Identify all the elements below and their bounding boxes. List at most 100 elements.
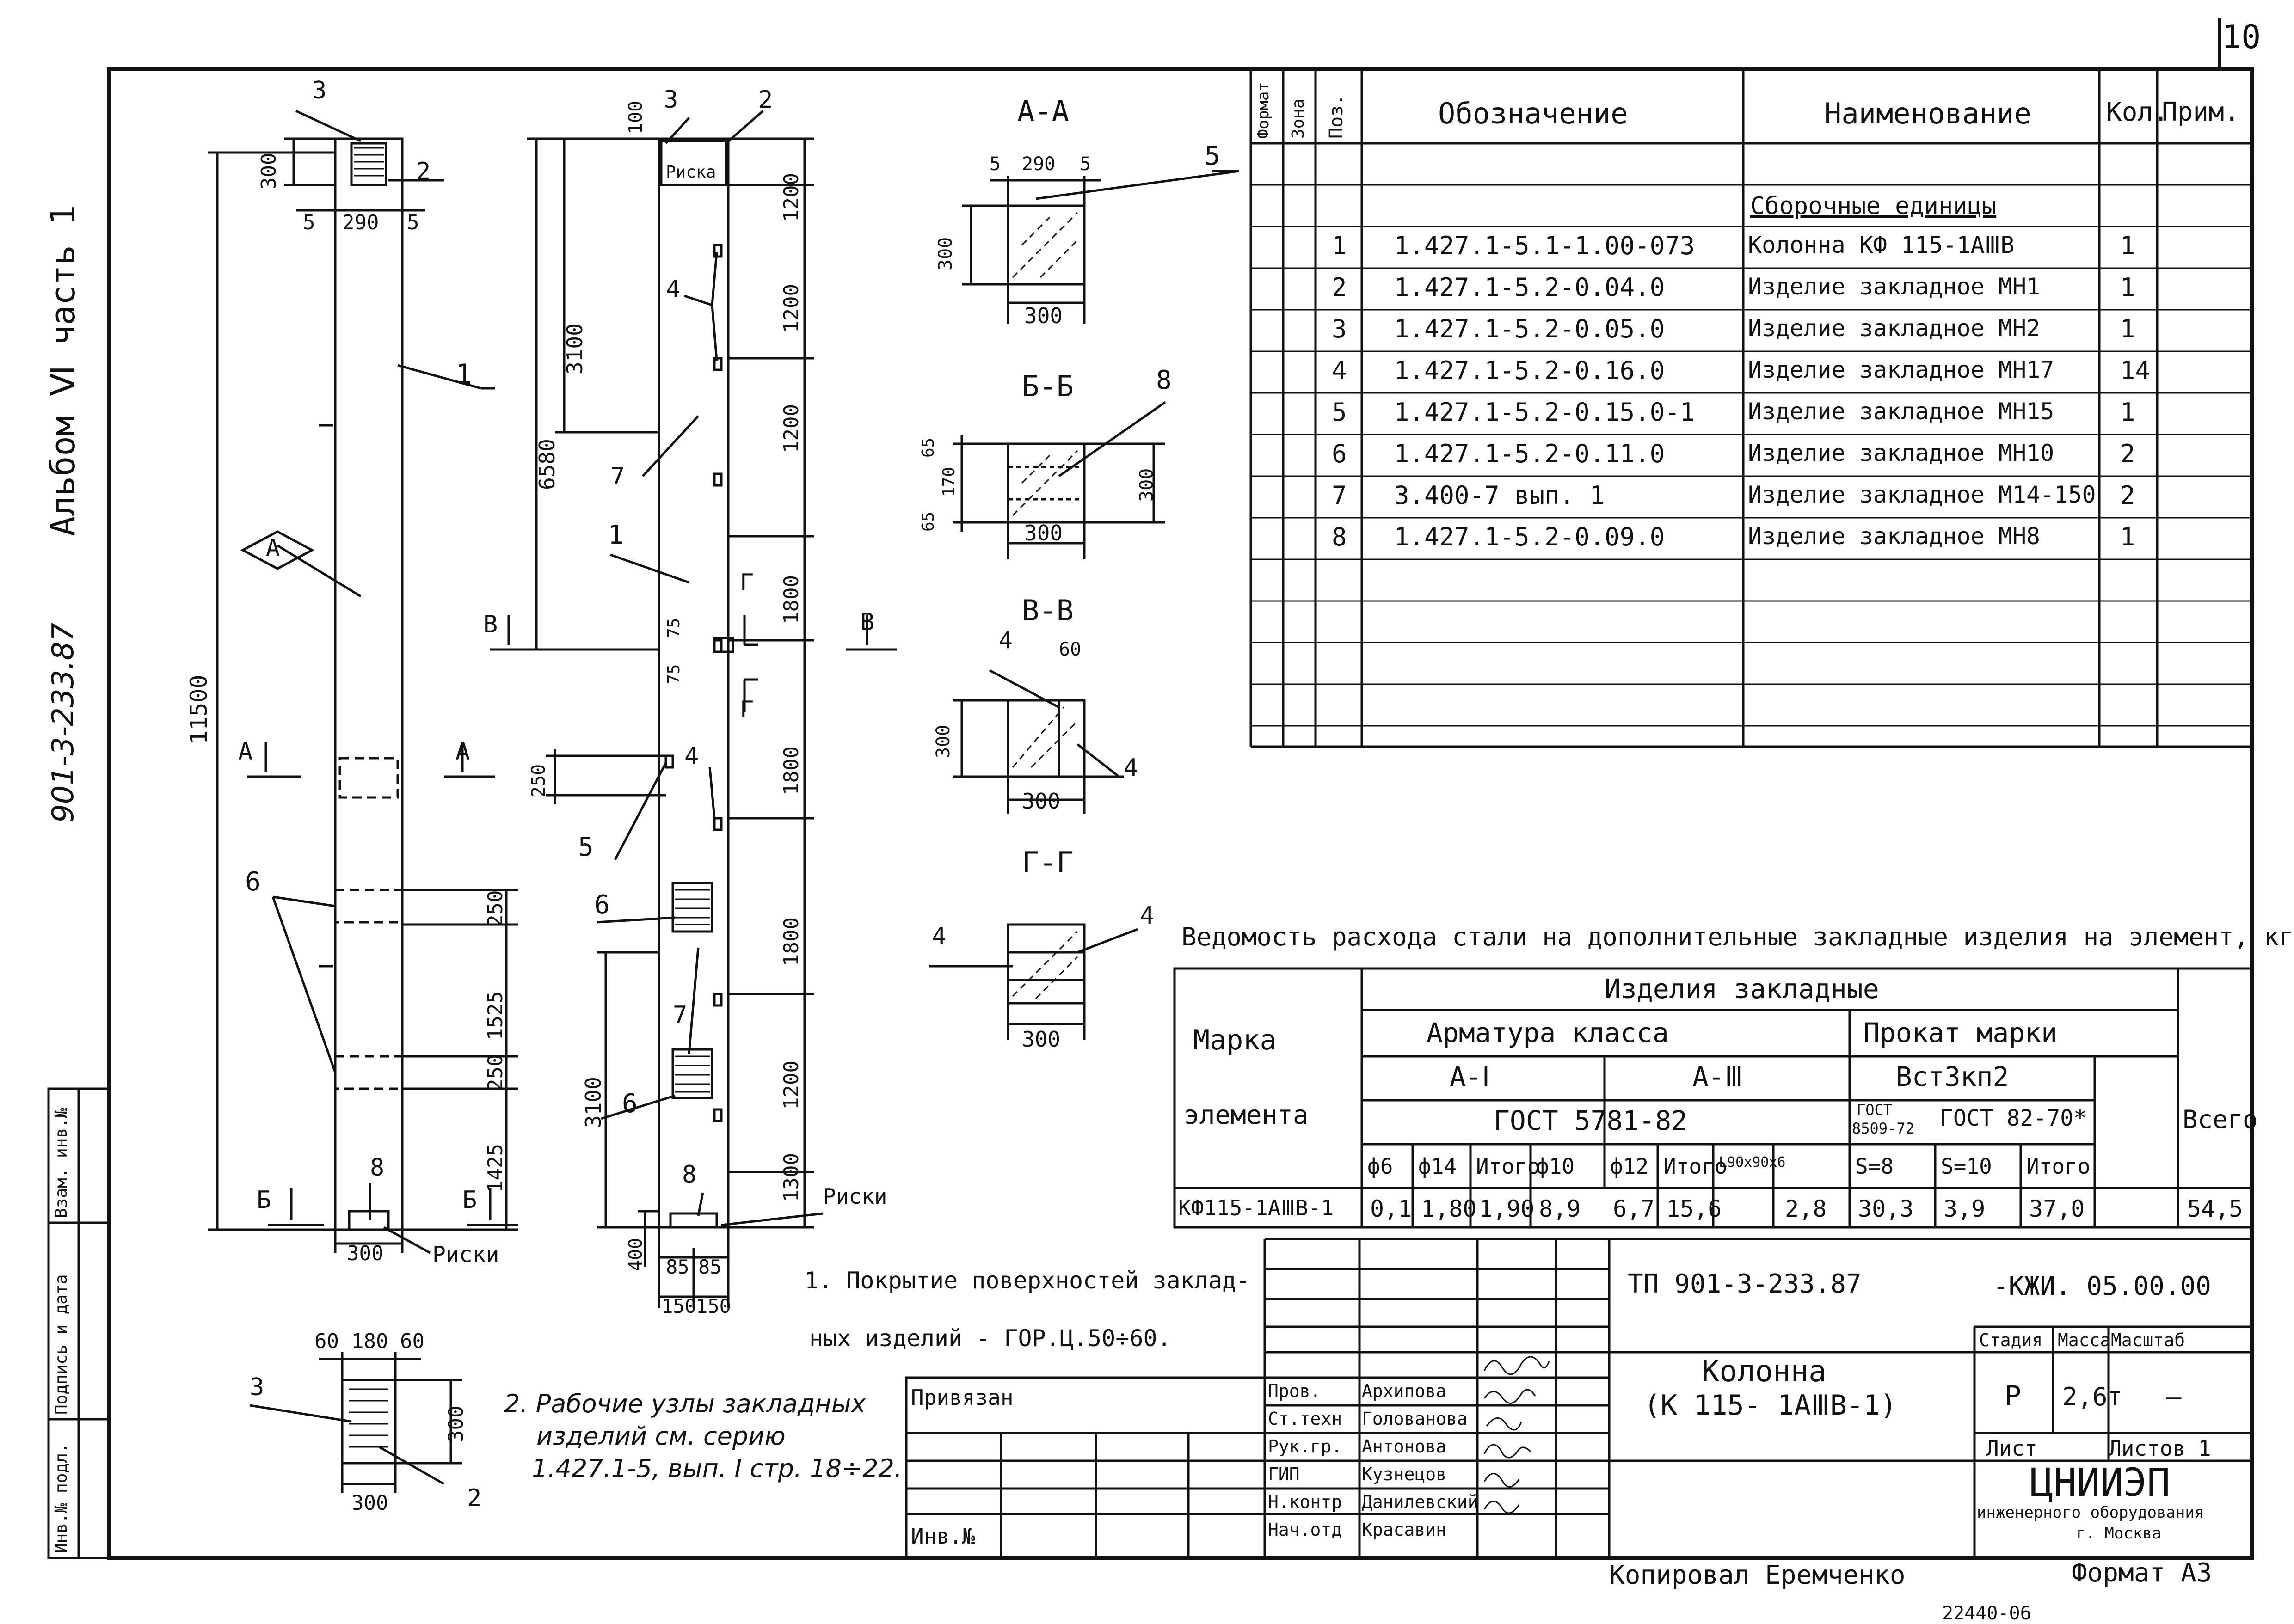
scale-value: — [2166, 1382, 2182, 1411]
section-vv-label-4a: 4 [999, 627, 1013, 654]
side-label-6-lower: 6 [622, 1089, 638, 1119]
section-vv-dim-60: 60 [1059, 639, 1082, 660]
note-2-line-2: изделий см. серию [536, 1422, 786, 1451]
elev-dim-5b: 5 [407, 211, 419, 234]
organization-sub-2: г. Москва [2076, 1524, 2162, 1543]
steel-gost-82: ГОСТ 82-70* [1940, 1105, 2087, 1131]
signature-role: Пров. [1268, 1381, 1321, 1401]
detail-dim-300-h: 300 [351, 1491, 388, 1515]
spec-header-name: Наименование [1824, 97, 2031, 130]
steel-reinf-header: Арматура класса [1427, 1017, 1669, 1048]
column-elevation [208, 110, 518, 1254]
signature-role: Рук.гр. [1268, 1436, 1342, 1457]
steel-subheader: L90x90x6 [1719, 1154, 1786, 1171]
side-dim-1800c: 1800 [780, 917, 803, 966]
elev-section-b-right: Б [462, 1186, 477, 1214]
side-label-riski: Риски [823, 1184, 887, 1209]
side-dim-1800a: 1800 [780, 575, 803, 624]
organization-name: ЦНИИЭП [2030, 1460, 2171, 1505]
column-side-view [490, 110, 897, 1308]
section-gg-label-4b: 4 [1140, 902, 1155, 930]
stamp-signature-date: Подпись и дата [52, 1274, 71, 1415]
side-dim-3100-top: 3100 [562, 323, 587, 374]
side-dim-1800b: 1800 [780, 746, 803, 795]
signature-role: Нач.отд [1268, 1520, 1342, 1540]
steel-gost-8509-a: ГОСТ [1857, 1101, 1893, 1119]
side-dim-1200b: 1200 [780, 284, 803, 333]
elev-section-b-left: Б [257, 1186, 271, 1214]
steel-group-header: Изделия закладные [1605, 973, 1879, 1005]
steel-gost-8509-b: 8509-72 [1852, 1120, 1914, 1137]
steel-row-mark: КФ115-1АⅢВ-1 [1178, 1195, 1334, 1220]
bottom-partial-code: 22440-06 [1942, 1603, 2031, 1624]
spec-row-name: Изделие закладное МН10 [1748, 440, 2054, 466]
side-section-g-top: Г [740, 569, 754, 596]
format-label: Формат А3 [2072, 1558, 2212, 1588]
note-2-line-3: 1.427.1-5, вып. I стр. 18÷22. [532, 1454, 903, 1483]
side-label-4-mid: 4 [684, 742, 699, 770]
spec-row-designation: 3.400-7 вып. 1 [1394, 481, 1605, 510]
spec-row-pos: 8 [1332, 522, 1347, 552]
steel-subheader: ф14 [1418, 1154, 1457, 1179]
signature-role: Н.контр [1268, 1492, 1342, 1512]
spec-header-qty: Кол. [2106, 97, 2169, 127]
stage-value: Р [2005, 1380, 2022, 1412]
steel-value-cell: 1,80 [1421, 1195, 1477, 1222]
title-block-grid [905, 1238, 2252, 1559]
side-dim-400: 400 [625, 1238, 646, 1271]
section-bb-title: Б-Б [1022, 369, 1074, 403]
side-dim-6580: 6580 [535, 439, 560, 490]
page-number: 10 [2222, 18, 2261, 56]
note-1-line-2: ных изделий - ГОР.Ц.50÷60. [809, 1325, 1171, 1352]
spec-row-name: Изделие закладное МН8 [1748, 523, 2041, 550]
sheet-label: Лист [1986, 1436, 2037, 1461]
elev-dim-300-bottom: 300 [347, 1242, 384, 1265]
section-aa-title: А-А [1017, 94, 1069, 128]
spec-header-designation: Обозначение [1438, 97, 1628, 130]
steel-value-cell: 8,9 [1539, 1195, 1581, 1222]
spec-row-designation: 1.427.1-5.2-0.09.0 [1394, 522, 1665, 552]
steel-value-cell: 2,8 [1785, 1195, 1827, 1222]
section-bb-dim-65a: 65 [919, 437, 938, 458]
elev-label-8: 8 [370, 1154, 385, 1182]
spec-row-pos: 1 [1332, 231, 1347, 260]
steel-table-title: Ведомость расхода стали на дополнительны… [1181, 922, 2294, 951]
spec-row-qty: 14 [2120, 356, 2151, 385]
side-dim-1300: 1300 [780, 1153, 803, 1202]
spec-header-format: Формат [1254, 82, 1273, 139]
spec-row-designation: 1.427.1-5.2-0.11.0 [1394, 439, 1665, 468]
spec-row-pos: 6 [1332, 439, 1347, 468]
section-aa-dim-300-v: 300 [935, 237, 956, 270]
mass-label: Масса [2058, 1330, 2111, 1350]
spec-row-name: Изделие закладное МН17 [1748, 356, 2054, 383]
section-vv-label-4b: 4 [1124, 754, 1138, 782]
steel-subheader: ф6 [1367, 1154, 1393, 1179]
side-label-8: 8 [682, 1161, 697, 1189]
steel-subheader: ф12 [1610, 1154, 1649, 1179]
steel-value-cell: 54,5 [2187, 1195, 2243, 1222]
elev-dim-250a: 250 [484, 890, 507, 927]
steel-subheader: Итого [1476, 1154, 1540, 1179]
section-vv-dim-300-h: 300 [1022, 789, 1061, 814]
spec-header-note: Прим. [2162, 97, 2240, 127]
sheet-code: -КЖИ. 05.00.00 [1993, 1271, 2212, 1301]
steel-subheader: Итого [2026, 1154, 2091, 1179]
spec-row-designation: 1.427.1-5.2-0.04.0 [1394, 273, 1665, 302]
detail-dim-60b: 60 [400, 1330, 424, 1353]
steel-table-grid [1173, 967, 2253, 1229]
spec-row-qty: 1 [2120, 398, 2135, 427]
steel-rolled-grade: Вст3кп2 [1896, 1061, 2009, 1092]
spec-row-designation: 1.427.1-5.2-0.15.0-1 [1394, 398, 1695, 427]
spec-header-pos: Поз. [1326, 94, 1347, 139]
section-bb-dim-65b: 65 [919, 511, 938, 532]
section-vv-dim-300-v: 300 [933, 724, 954, 758]
side-dim-1200a: 1200 [780, 173, 803, 222]
spec-row-name: Изделие закладное МН2 [1748, 315, 2041, 342]
spec-section-title: Сборочные единицы [1750, 192, 1997, 220]
side-dim-250: 250 [528, 764, 549, 797]
side-dim-150a: 150 [661, 1295, 696, 1318]
side-dim-75a: 75 [664, 618, 683, 638]
side-dim-85a: 85 [666, 1256, 689, 1278]
steel-subheader: S=10 [1941, 1154, 1992, 1179]
